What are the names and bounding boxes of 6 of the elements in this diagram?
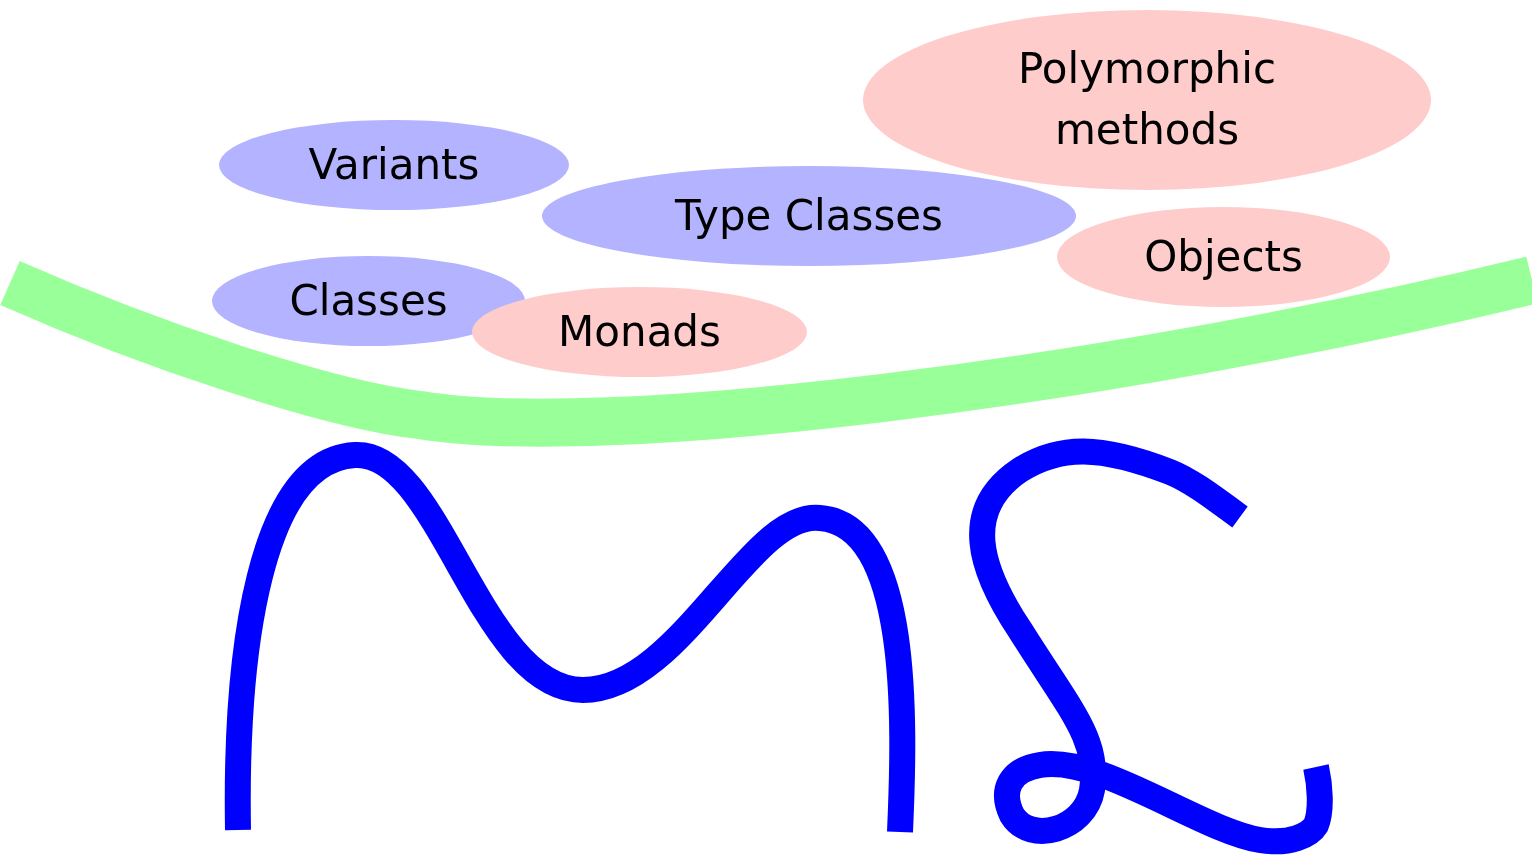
node-label: Classes	[288, 274, 449, 327]
node-label: Monads	[557, 305, 722, 358]
node-label: Objects	[1143, 230, 1304, 283]
node-label: Polymorphic methods	[1017, 43, 1277, 156]
node-label: Variants	[307, 138, 481, 191]
node-label: Type Classes	[673, 189, 944, 242]
